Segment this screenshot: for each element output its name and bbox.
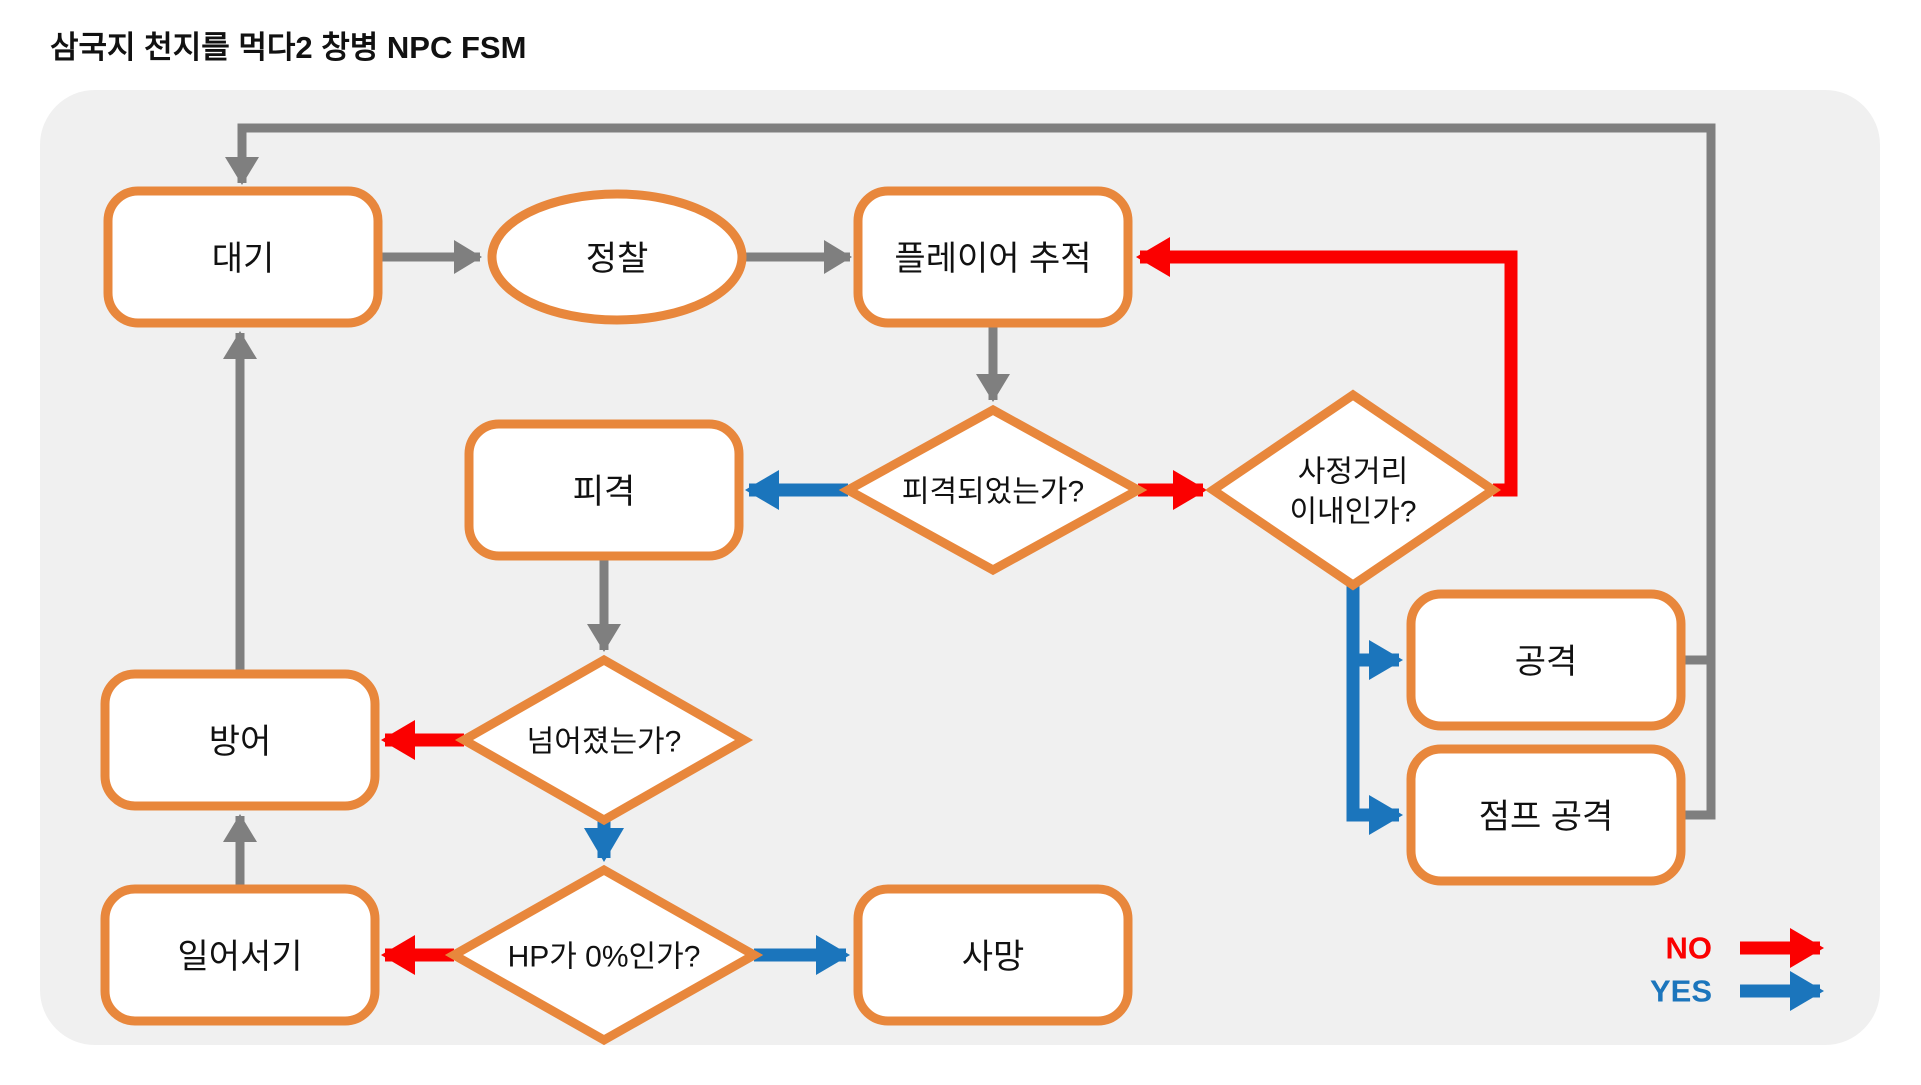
node-defend-label: 방어 xyxy=(209,723,272,761)
node-death: 사망 xyxy=(853,884,1133,1026)
node-in-range-label-line2: 이내인가? xyxy=(1289,496,1416,529)
legend: NO YES xyxy=(1650,928,1824,1011)
node-in-range-label-line1: 사정거리 xyxy=(1298,456,1408,489)
node-hp-zero-decision: HP가 0%인가? xyxy=(444,864,764,1046)
node-stand-up-box xyxy=(100,884,380,1026)
node-was-hit-label: 피격되었는가? xyxy=(902,476,1084,509)
node-idle-box xyxy=(103,186,383,328)
node-in-range-diamond xyxy=(1204,389,1502,591)
node-knocked-label: 넘어졌는가? xyxy=(527,726,682,759)
edge-jump-attack-return-loop xyxy=(225,123,1716,820)
node-death-box xyxy=(853,884,1133,1026)
node-hit-label: 피격 xyxy=(573,473,636,511)
node-was-hit-decision: 피격되었는가? xyxy=(838,404,1148,576)
node-scout-ellipse xyxy=(487,189,747,325)
node-idle-label: 대기 xyxy=(212,240,275,278)
node-attack-label: 공격 xyxy=(1515,643,1578,681)
node-defend-box xyxy=(100,669,380,811)
node-chase-box xyxy=(853,186,1133,328)
node-stand-up-label: 일어서기 xyxy=(177,938,302,976)
node-scout: 정찰 xyxy=(487,189,747,325)
node-chase-label: 플레이어 추적 xyxy=(894,240,1091,278)
node-knocked-diamond xyxy=(454,654,754,826)
node-scout-label: 정찰 xyxy=(586,240,649,278)
node-defend: 방어 xyxy=(100,669,380,811)
node-hp-zero-label: HP가 0%인가? xyxy=(508,941,701,974)
legend-yes-label: YES xyxy=(1650,974,1712,1009)
node-hp-zero-diamond xyxy=(444,864,764,1046)
node-was-hit-diamond xyxy=(838,404,1148,576)
node-stand-up: 일어서기 xyxy=(100,884,380,1026)
node-idle: 대기 xyxy=(103,186,383,328)
node-jump-attack-box xyxy=(1406,744,1686,886)
node-chase: 플레이어 추적 xyxy=(853,186,1133,328)
node-knocked-decision: 넘어졌는가? xyxy=(454,654,754,826)
node-hit: 피격 xyxy=(464,419,744,561)
node-jump-attack: 점프 공격 xyxy=(1406,744,1686,886)
node-jump-attack-label: 점프 공격 xyxy=(1479,798,1614,836)
edge-in-range-no-to-chase xyxy=(1136,237,1518,497)
edges-no xyxy=(381,237,1518,975)
edges-auto xyxy=(223,123,1716,889)
edges-yes xyxy=(584,470,1403,975)
node-death-label: 사망 xyxy=(962,938,1025,976)
legend-no-label: NO xyxy=(1666,931,1713,966)
node-in-range-decision: 사정거리 이내인가? xyxy=(1204,389,1502,591)
page-title: 삼국지 천지를 먹다2 창병 NPC FSM xyxy=(50,30,526,65)
node-attack-box xyxy=(1406,589,1686,731)
node-attack: 공격 xyxy=(1406,589,1686,731)
node-hit-box xyxy=(464,419,744,561)
